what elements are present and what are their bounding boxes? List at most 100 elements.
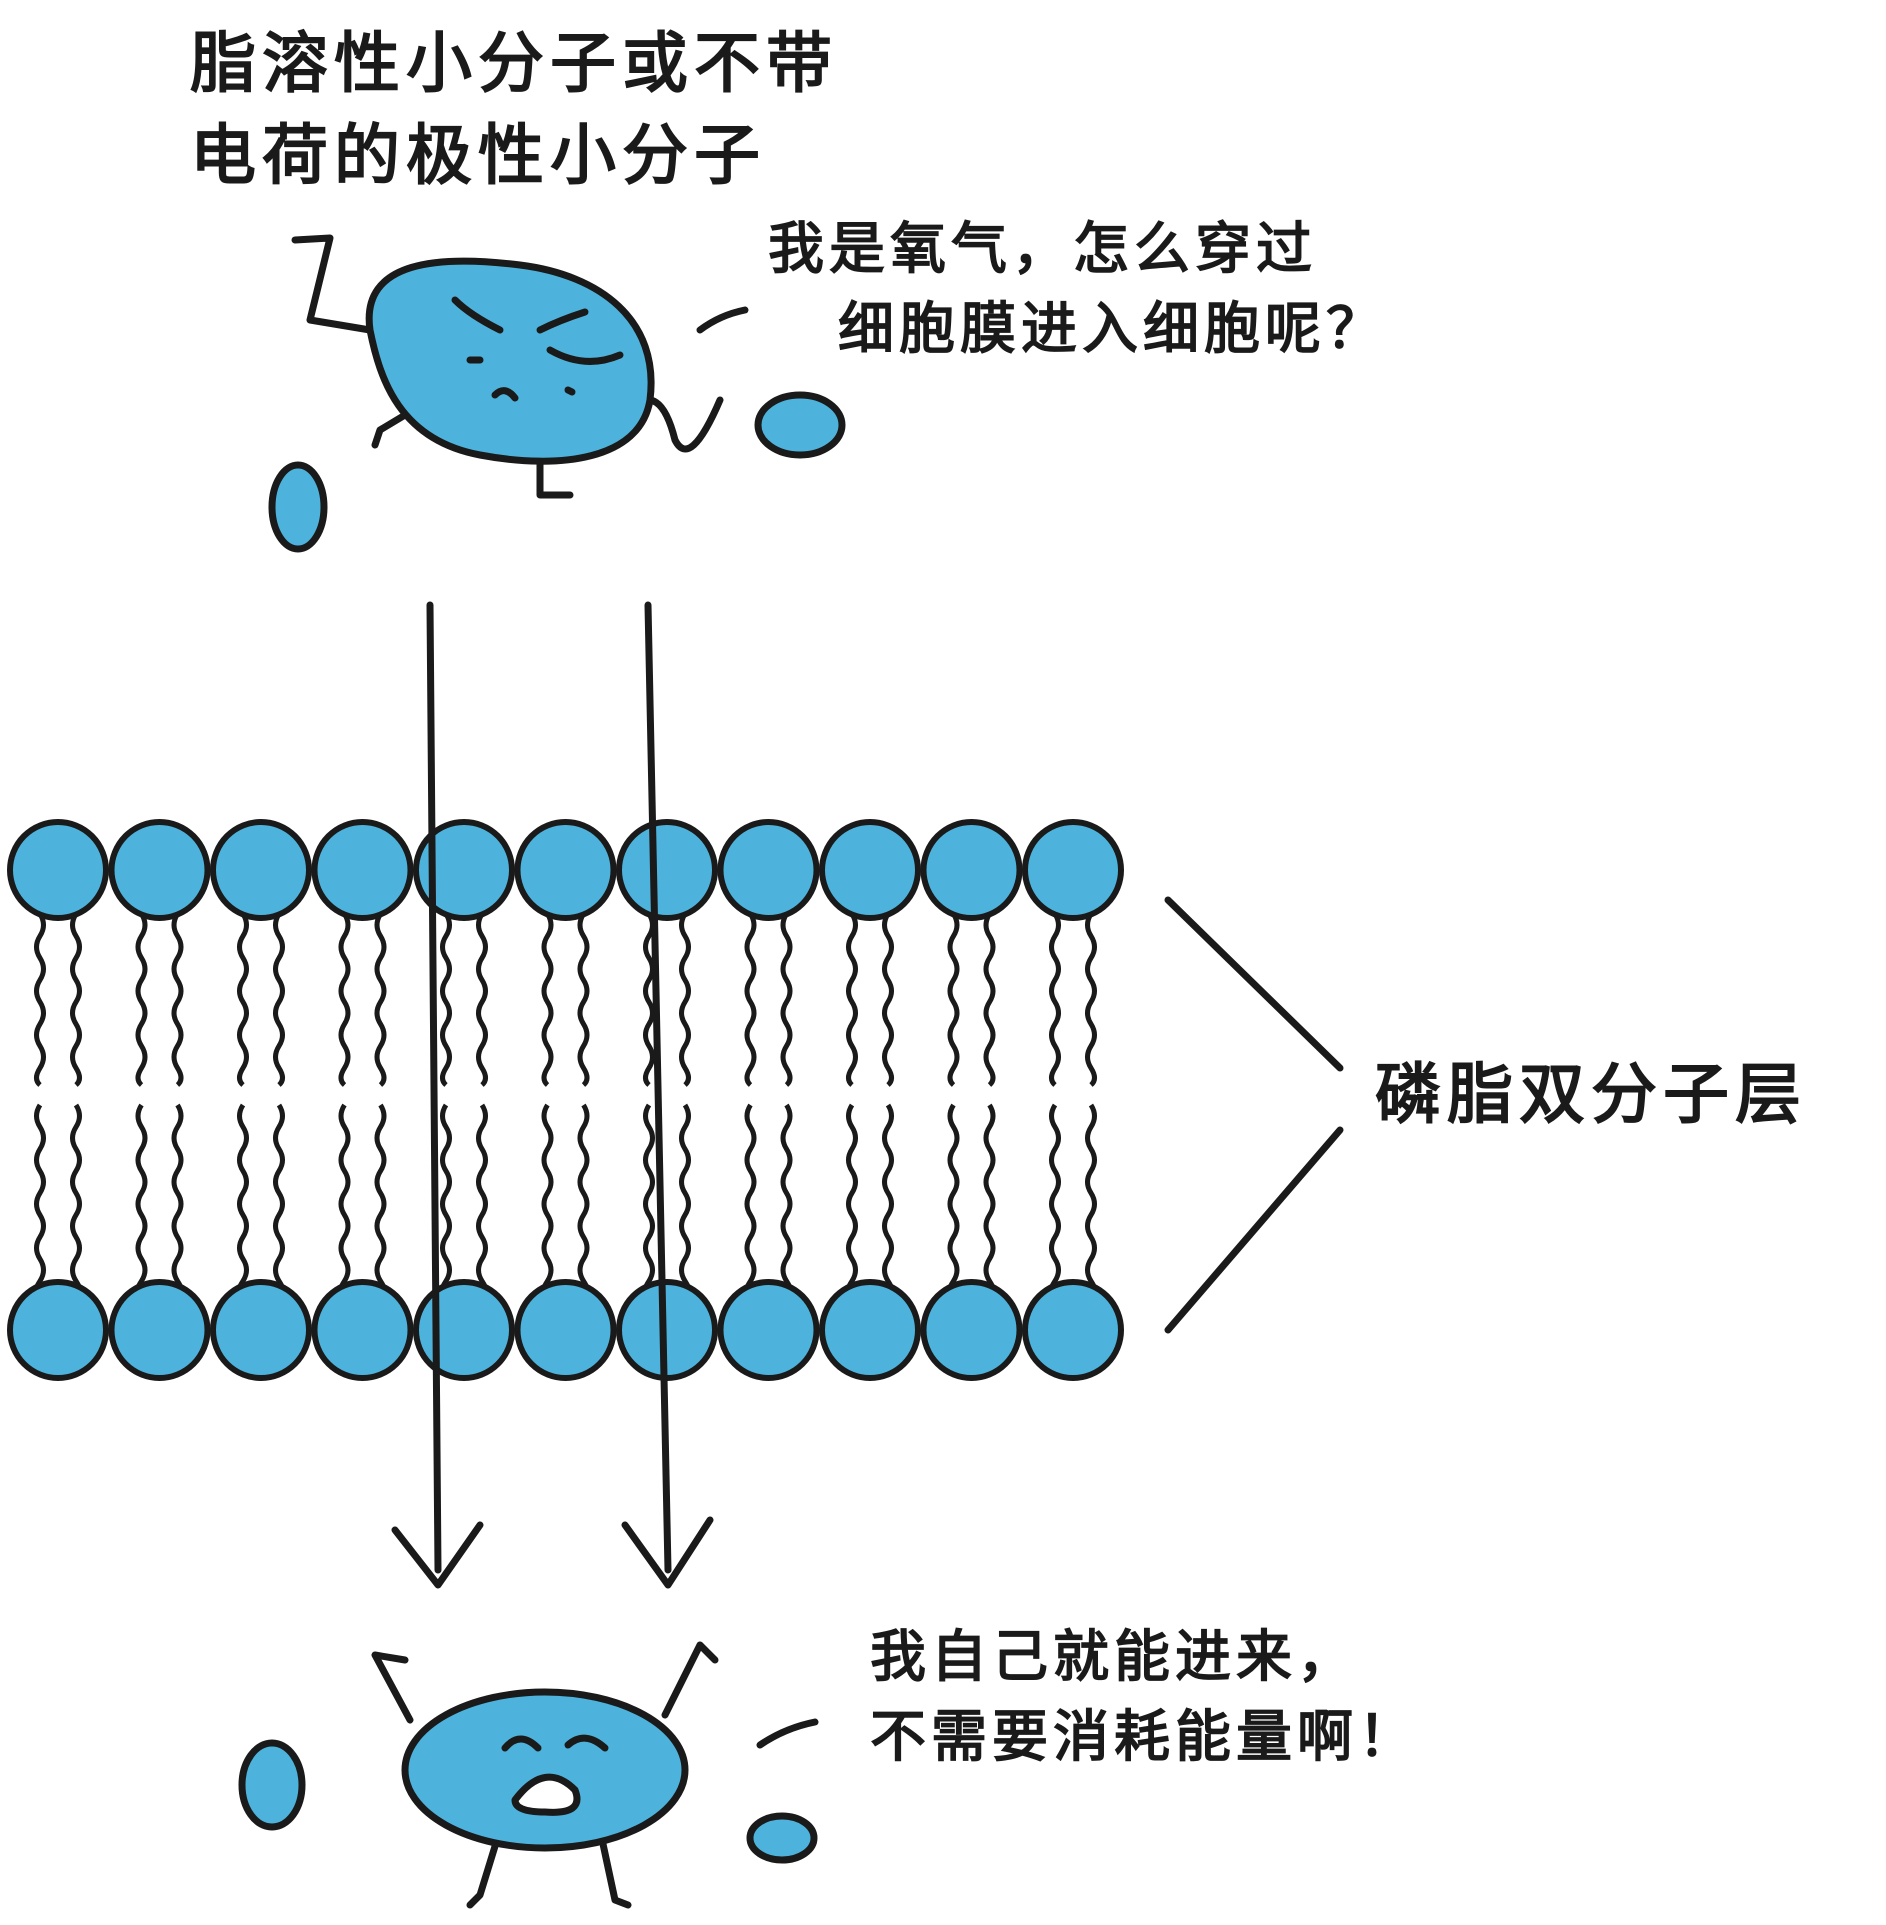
label-pointer [1164, 896, 1344, 1334]
lipid-tail-bottom [374, 1103, 387, 1291]
lipid-tail-bottom [983, 1103, 996, 1291]
lipid-head-bottom [1022, 1279, 1124, 1381]
motion-line-bottom [756, 1718, 819, 1749]
lipid-head-top [210, 819, 312, 921]
lipid-tail-top [135, 912, 148, 1087]
lipid-tail-bottom [1085, 1103, 1097, 1291]
lipid-head-top [920, 819, 1023, 921]
lipid-tail-top [846, 912, 858, 1087]
heading-line-2: 电荷的极性小分子 [190, 117, 766, 194]
molecule-eyebrow-left [451, 296, 504, 334]
lipid-tail-top [476, 912, 488, 1087]
lipid-tail-top [374, 912, 387, 1087]
speech-bubble-bottom: 我自己就能进来， 不需要消耗能量啊！ [870, 1618, 1419, 1778]
phospholipid-icon [108, 819, 211, 1381]
molecule-eye-right [546, 346, 624, 365]
lipid-head-bottom [108, 1279, 211, 1381]
lipid-tail-bottom [476, 1103, 488, 1291]
membrane-label: 磷脂双分子层 [1375, 1056, 1807, 1133]
pointer-line-bottom [1164, 1126, 1344, 1334]
molecule-leg-left [466, 1826, 504, 1909]
arrow-down-icon [621, 601, 714, 1589]
lipid-tail-top [882, 912, 894, 1087]
lipid-tail-top [1049, 912, 1061, 1087]
lipid-head-bottom [717, 1279, 820, 1381]
lipid-head-top [514, 819, 617, 921]
phospholipid-icon [920, 819, 1023, 1381]
molecule-mark [564, 386, 576, 396]
lipid-tail-bottom [171, 1103, 184, 1291]
lipid-tail-bottom [882, 1103, 894, 1291]
molecule-mouth [491, 387, 519, 402]
lipid-head-bottom [7, 1279, 109, 1381]
oxygen-molecule-worried-icon [268, 234, 846, 553]
lipid-tail-top [70, 912, 82, 1087]
lipid-tail-bottom [846, 1103, 858, 1291]
lipid-tail-top [171, 912, 184, 1087]
lipid-tail-top [1085, 912, 1097, 1087]
molecule-body [401, 1688, 689, 1852]
phospholipid-icon [819, 819, 921, 1381]
lipid-tail-top [237, 912, 249, 1087]
lipid-tail-top [947, 912, 960, 1087]
lipid-tail-bottom [135, 1103, 148, 1291]
phospholipid-icon [7, 819, 109, 1381]
lipid-tail-top [338, 912, 351, 1087]
phospholipid-icon [514, 819, 617, 1381]
phospholipid-icon [210, 819, 312, 1381]
motion-line-top [696, 306, 749, 334]
molecule-leg-right [596, 1826, 632, 1909]
lipid-head-bottom [210, 1279, 312, 1381]
lipid-tail-top [679, 912, 691, 1087]
lipid-head-bottom [819, 1279, 921, 1381]
heading: 脂溶性小分子或不带 电荷的极性小分子 [190, 18, 838, 202]
phospholipid-icon [413, 819, 515, 1381]
phospholipid-bilayer [7, 819, 1124, 1381]
heading-line-1: 脂溶性小分子或不带 [190, 25, 838, 102]
lipid-tail-top [273, 912, 285, 1087]
speech-bottom-line-1: 我自己就能进来， [870, 1625, 1358, 1690]
lipid-tail-bottom [440, 1103, 452, 1291]
lipid-tail-bottom [744, 1103, 757, 1291]
float-dot-left [268, 461, 328, 553]
lipid-head-top [616, 819, 718, 921]
molecule-eyebrow-right [536, 308, 589, 334]
lipid-tail-bottom [273, 1103, 285, 1291]
lipid-tail-top [744, 912, 757, 1087]
speech-top-line-1: 我是氧气，怎么穿过 [768, 217, 1317, 282]
lipid-tail-bottom [237, 1103, 249, 1291]
float-dot-right [754, 391, 846, 459]
lipid-tail-bottom [1049, 1103, 1061, 1291]
speech-bottom-line-2: 不需要消耗能量啊！ [870, 1705, 1419, 1770]
lipid-head-bottom [311, 1279, 414, 1381]
phospholipid-icon [311, 819, 414, 1381]
lipid-tail-bottom [577, 1103, 590, 1291]
molecule-arm-right [661, 1641, 719, 1719]
phospholipid-icon [717, 819, 820, 1381]
lipid-head-bottom [514, 1279, 617, 1381]
lipid-tail-top [541, 912, 554, 1087]
molecule-arm-left [291, 234, 374, 334]
lipid-tail-bottom [643, 1103, 655, 1291]
molecule-eye-left [501, 1735, 542, 1752]
speech-bubble-top: 我是氧气，怎么穿过 细胞膜进入细胞呢？ [768, 210, 1387, 370]
lipid-tail-top [577, 912, 590, 1087]
float-dot-left [238, 1739, 306, 1831]
lipid-head-top [413, 819, 515, 921]
molecule-eye-right [564, 1734, 609, 1752]
float-dot-right [746, 1812, 818, 1864]
lipid-tail-top [34, 912, 46, 1087]
lipid-head-top [1022, 819, 1124, 921]
phospholipid-icon [616, 819, 718, 1381]
lipid-tail-bottom [338, 1103, 351, 1291]
lipid-tail-bottom [679, 1103, 691, 1291]
oxygen-molecule-happy-icon [238, 1641, 819, 1909]
phospholipid-icon [1022, 819, 1124, 1381]
lipid-head-top [717, 819, 820, 921]
speech-top-line-2: 细胞膜进入细胞呢？ [838, 297, 1387, 362]
lipid-tail-bottom [780, 1103, 793, 1291]
lipid-head-top [819, 819, 921, 921]
lipid-tail-bottom [70, 1103, 82, 1291]
molecule-arm-left [371, 1651, 414, 1724]
lipid-head-top [7, 819, 109, 921]
